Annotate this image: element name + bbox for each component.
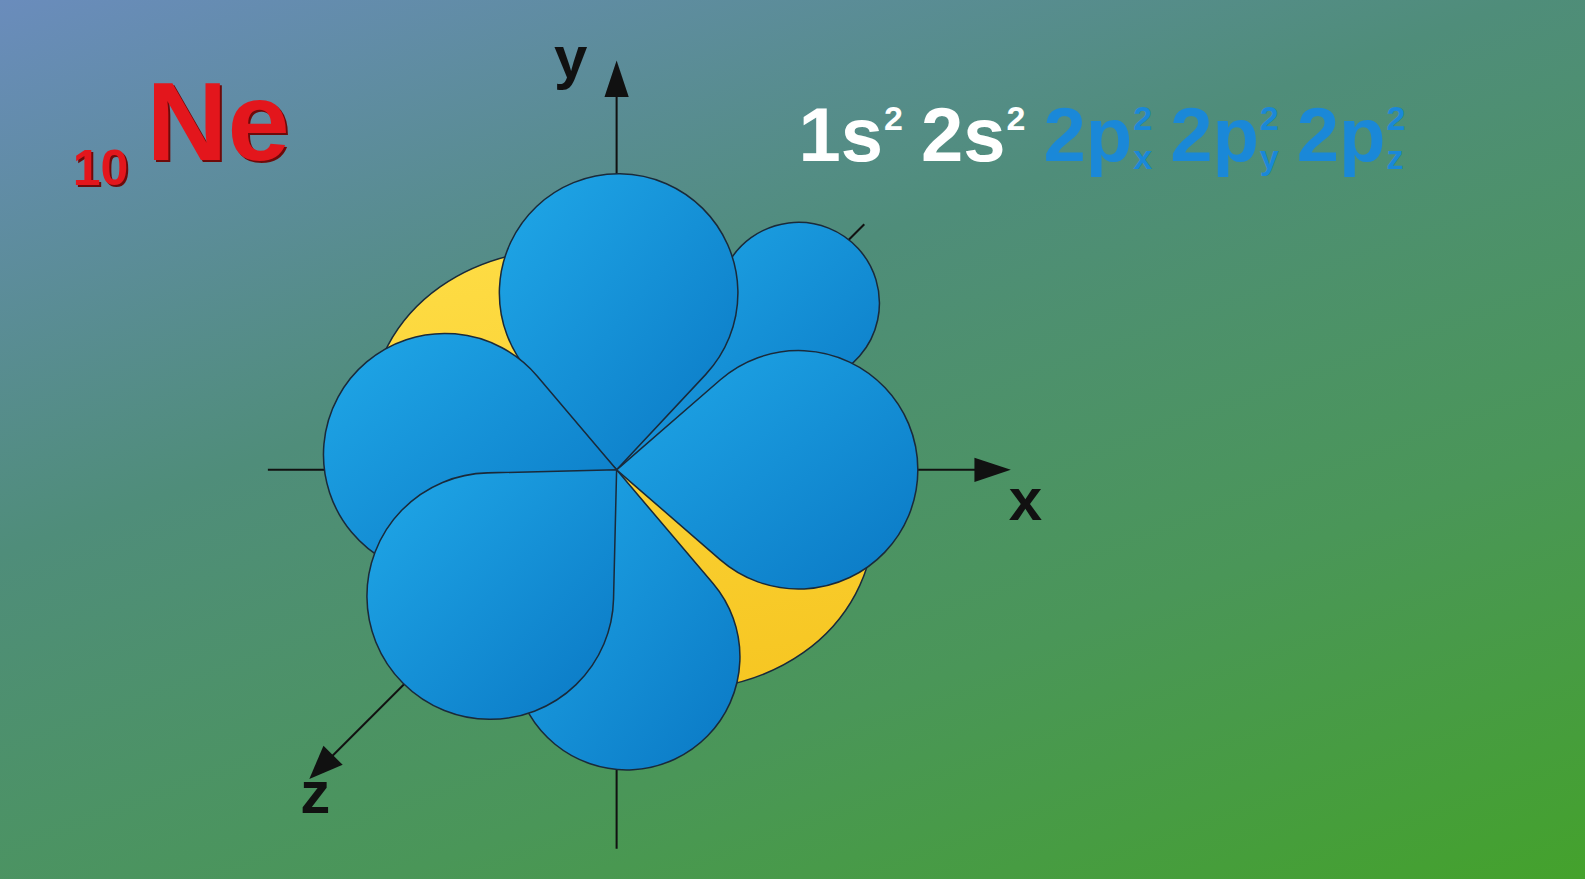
axis-label: z <box>300 763 330 823</box>
electron-count: 2 <box>884 101 903 135</box>
electron-count: 2 <box>1133 101 1152 135</box>
orbital-name: 2p <box>1297 97 1386 173</box>
axis-label: x <box>1009 470 1042 530</box>
px-right-lobe <box>617 351 918 589</box>
index-stack: 2 <box>884 101 903 135</box>
electron-configuration: 1s22s22p2x2p2y2p2z <box>799 97 1424 174</box>
index-stack: 2x <box>1133 101 1152 174</box>
electron-count: 2 <box>1260 101 1279 135</box>
electron-count: 2 <box>1007 101 1026 135</box>
y-arrowhead <box>604 61 628 97</box>
orbital-term: 1s2 <box>799 97 903 173</box>
orbital-name: 2s <box>921 97 1006 173</box>
p-orbitals <box>323 174 917 770</box>
orbital-name: 1s <box>799 97 884 173</box>
atomic-number: 10 <box>73 143 129 193</box>
orbital-axis: y <box>1260 140 1279 174</box>
index-stack: 2 <box>1007 101 1026 135</box>
pz-front-lobe <box>367 470 617 720</box>
element-symbol: Ne <box>147 66 290 178</box>
orbital-term: 2p2x <box>1044 97 1153 174</box>
index-stack: 2y <box>1260 101 1279 174</box>
electron-count: 2 <box>1386 101 1405 135</box>
orbital-axis: x <box>1133 140 1152 174</box>
x-arrowhead <box>974 458 1010 482</box>
orbital-name: 2p <box>1044 97 1133 173</box>
orbital-term: 2s2 <box>921 97 1025 173</box>
index-stack: 2z <box>1386 101 1405 174</box>
orbital-term: 2p2y <box>1170 97 1279 174</box>
orbital-axis: z <box>1386 140 1405 174</box>
axes <box>268 91 983 849</box>
axis-label: y <box>554 28 587 88</box>
s-orbital <box>291 163 953 777</box>
orbital-name: 2p <box>1170 97 1259 173</box>
orbital-term: 2p2z <box>1297 97 1406 174</box>
